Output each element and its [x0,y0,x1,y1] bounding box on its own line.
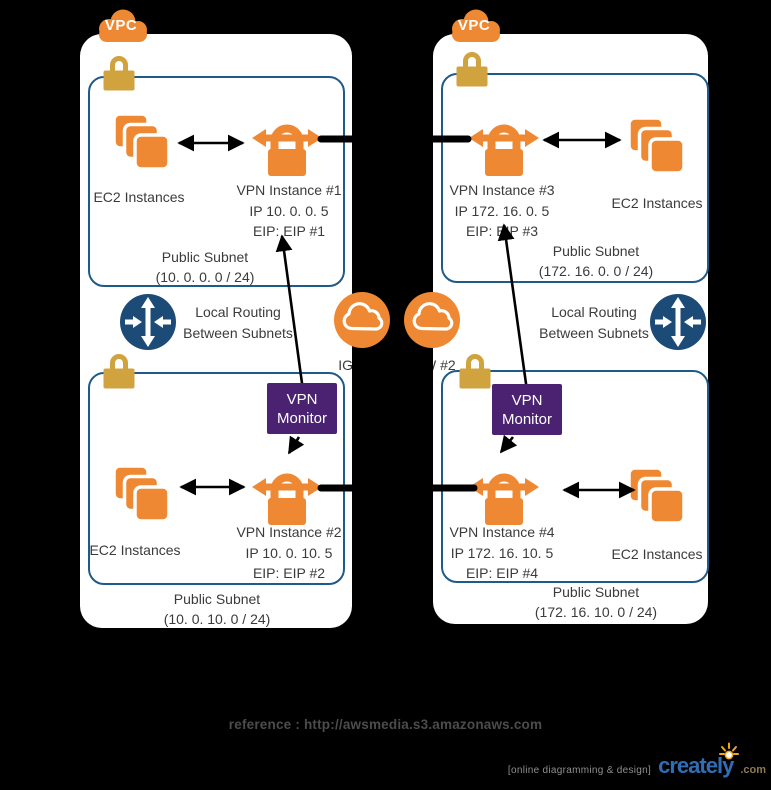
vpn-name: VPN Instance #1 [236,182,342,198]
subnet-top-right [441,73,709,283]
ec2-label: EC2 Instances [611,195,703,211]
igw-left-label: IGW #1 [338,357,352,373]
subnet-name: Public Subnet [161,249,249,265]
monitor-line2: Monitor [501,411,553,428]
lock-icon [102,53,136,91]
ec2-instances-icon [112,112,170,170]
subnet-cidr: (10. 0. 10. 0 / 24) [163,611,271,627]
lock-icon [455,49,489,87]
subnet-label: Public Subnet (10. 0. 10. 0 / 24) [117,589,317,629]
ec2-instances-icon [627,116,685,174]
ec2-label: EC2 Instances [93,189,185,205]
ec2-instances-icon [112,464,170,522]
creately-tagline: [online diagramming & design] [507,765,652,776]
creately-logo: creately [658,753,733,779]
vpn-instance-1-text: VPN Instance #1 IP 10. 0. 0. 5 EIP: EIP … [204,180,374,242]
igw-right-label-clip: IGW #2 [433,357,708,377]
routing-line1: Local Routing [195,304,281,320]
local-routing-label: Local Routing Between Subnets [163,302,313,344]
lightbulb-icon [718,742,740,764]
subnet-cidr: (172. 16. 0. 0 / 24) [538,263,654,279]
subnet-bottom-left [88,372,345,585]
creately-domain-suffix: .com [740,764,766,776]
vpn-instance-icon [466,103,542,179]
subnet-label: Public Subnet (172. 16. 10. 0 / 24) [496,582,696,622]
reference-text: reference : http://awsmedia.s3.amazonaws… [228,717,543,732]
vpn-instance-icon [249,103,325,179]
subnet-top-left [88,76,345,287]
vpn-eip: EIP: EIP #4 [465,565,539,581]
subnet-name: Public Subnet [552,243,640,259]
subnet-label: Public Subnet (10. 0. 0. 0 / 24) [105,247,305,287]
vpn-instance-3-text: VPN Instance #3 IP 172. 16. 0. 5 EIP: EI… [417,180,587,242]
subnet-label: Public Subnet (172. 16. 0. 0 / 24) [496,241,696,281]
vpc-right-badge-label: VPC [457,17,491,34]
ec2-label: EC2 Instances [611,546,703,562]
monitor-line1: VPN [286,391,318,408]
igw-icon [334,292,390,348]
vpn-name: VPN Instance #3 [449,182,555,198]
igw-icon [404,292,460,348]
creately-brand-text: creately [658,753,734,778]
routing-line2: Between Subnets [539,325,649,341]
subnet-cidr: (172. 16. 10. 0 / 24) [534,604,658,620]
subnet-bottom-right [441,370,709,583]
vpn-eip: EIP: EIP #3 [465,223,539,239]
local-routing-label: Local Routing Between Subnets [519,302,669,344]
vpn-monitor-box: VPN Monitor [267,383,337,434]
vpn-eip: EIP: EIP #1 [252,223,326,239]
igw-right-label: IGW #2 [433,357,456,373]
vpn-name: VPN Instance #4 [449,524,555,540]
subnet-cidr: (10. 0. 0. 0 / 24) [155,269,255,285]
vpn-eip: EIP: EIP #2 [252,565,326,581]
vpc-left-badge: VPC [94,8,152,44]
monitor-line1: VPN [511,392,543,409]
ec2-label: EC2 Instances [89,542,181,558]
routing-line2: Between Subnets [183,325,293,341]
creately-footer: [online diagramming & design] creately .… [508,753,766,779]
vpn-name: VPN Instance #2 [236,524,342,540]
ec2-instances-icon [627,466,685,524]
monitor-line2: Monitor [276,410,328,427]
subnet-name: Public Subnet [552,584,640,600]
vpn-ip: IP 10. 0. 0. 5 [249,202,329,219]
routing-line1: Local Routing [551,304,637,320]
vpc-right-badge: VPC [447,8,505,44]
vpc-left-badge-label: VPC [104,17,138,34]
vpn-instance-icon [466,452,542,528]
vpn-ip: IP 10. 0. 10. 5 [245,544,333,561]
vpn-ip: IP 172. 16. 10. 5 [450,544,554,561]
vpn-instance-4-text: VPN Instance #4 IP 172. 16. 10. 5 EIP: E… [417,522,587,584]
igw-left-label-clip: IGW #1 [80,357,352,377]
vpn-instance-icon [249,452,325,528]
vpn-ip: IP 172. 16. 0. 5 [454,202,550,219]
vpn-monitor-box: VPN Monitor [492,384,562,435]
subnet-name: Public Subnet [173,591,261,607]
vpn-instance-2-text: VPN Instance #2 IP 10. 0. 10. 5 EIP: EIP… [204,522,374,584]
